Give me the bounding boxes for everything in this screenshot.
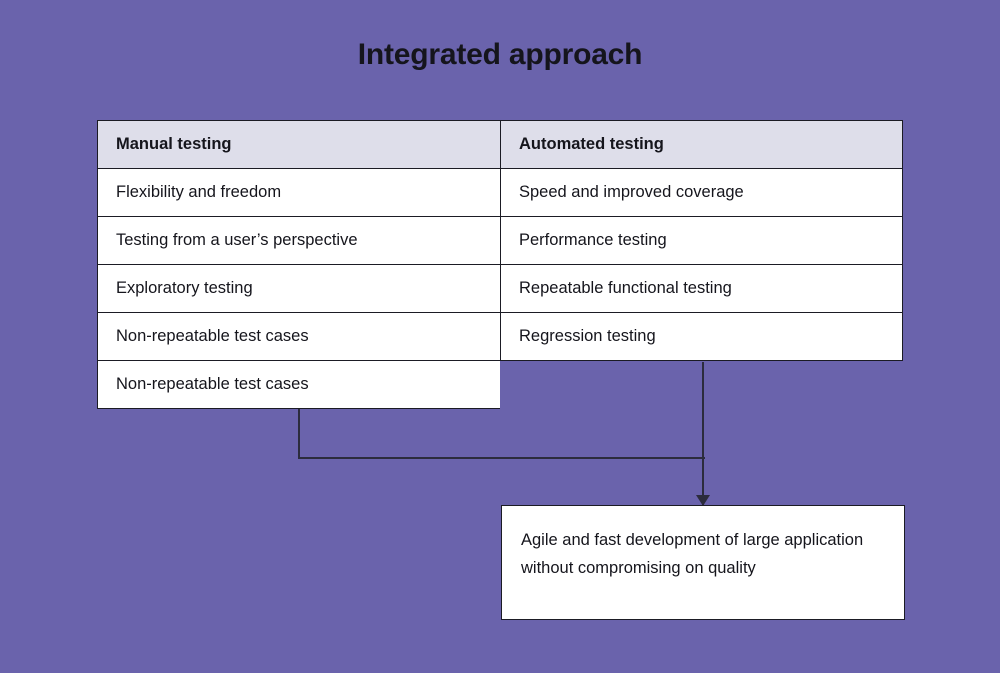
table-row: Speed and improved coverage [500, 169, 903, 217]
connector-line-right-vertical [702, 362, 704, 507]
connector-line-left-vertical [298, 409, 300, 459]
table-column-manual-testing: Manual testing Flexibility and freedom T… [97, 120, 500, 409]
table-row: Flexibility and freedom [97, 169, 500, 217]
arrow-down-icon [696, 495, 710, 506]
table-row: Testing from a user’s perspective [97, 217, 500, 265]
table-row: Exploratory testing [97, 265, 500, 313]
table-row: Repeatable functional testing [500, 265, 903, 313]
table-row: Non-repeatable test cases [97, 361, 500, 409]
connector-line-horizontal [298, 457, 705, 459]
page-title: Integrated approach [357, 38, 643, 71]
table-row: Non-repeatable test cases [97, 313, 500, 361]
column-header-automated-testing: Automated testing [500, 120, 903, 169]
table-column-automated-testing: Automated testing Speed and improved cov… [500, 120, 903, 361]
result-box: Agile and fast development of large appl… [501, 505, 905, 620]
column-header-manual-testing: Manual testing [97, 120, 500, 169]
table-row: Performance testing [500, 217, 903, 265]
table-row: Regression testing [500, 313, 903, 361]
